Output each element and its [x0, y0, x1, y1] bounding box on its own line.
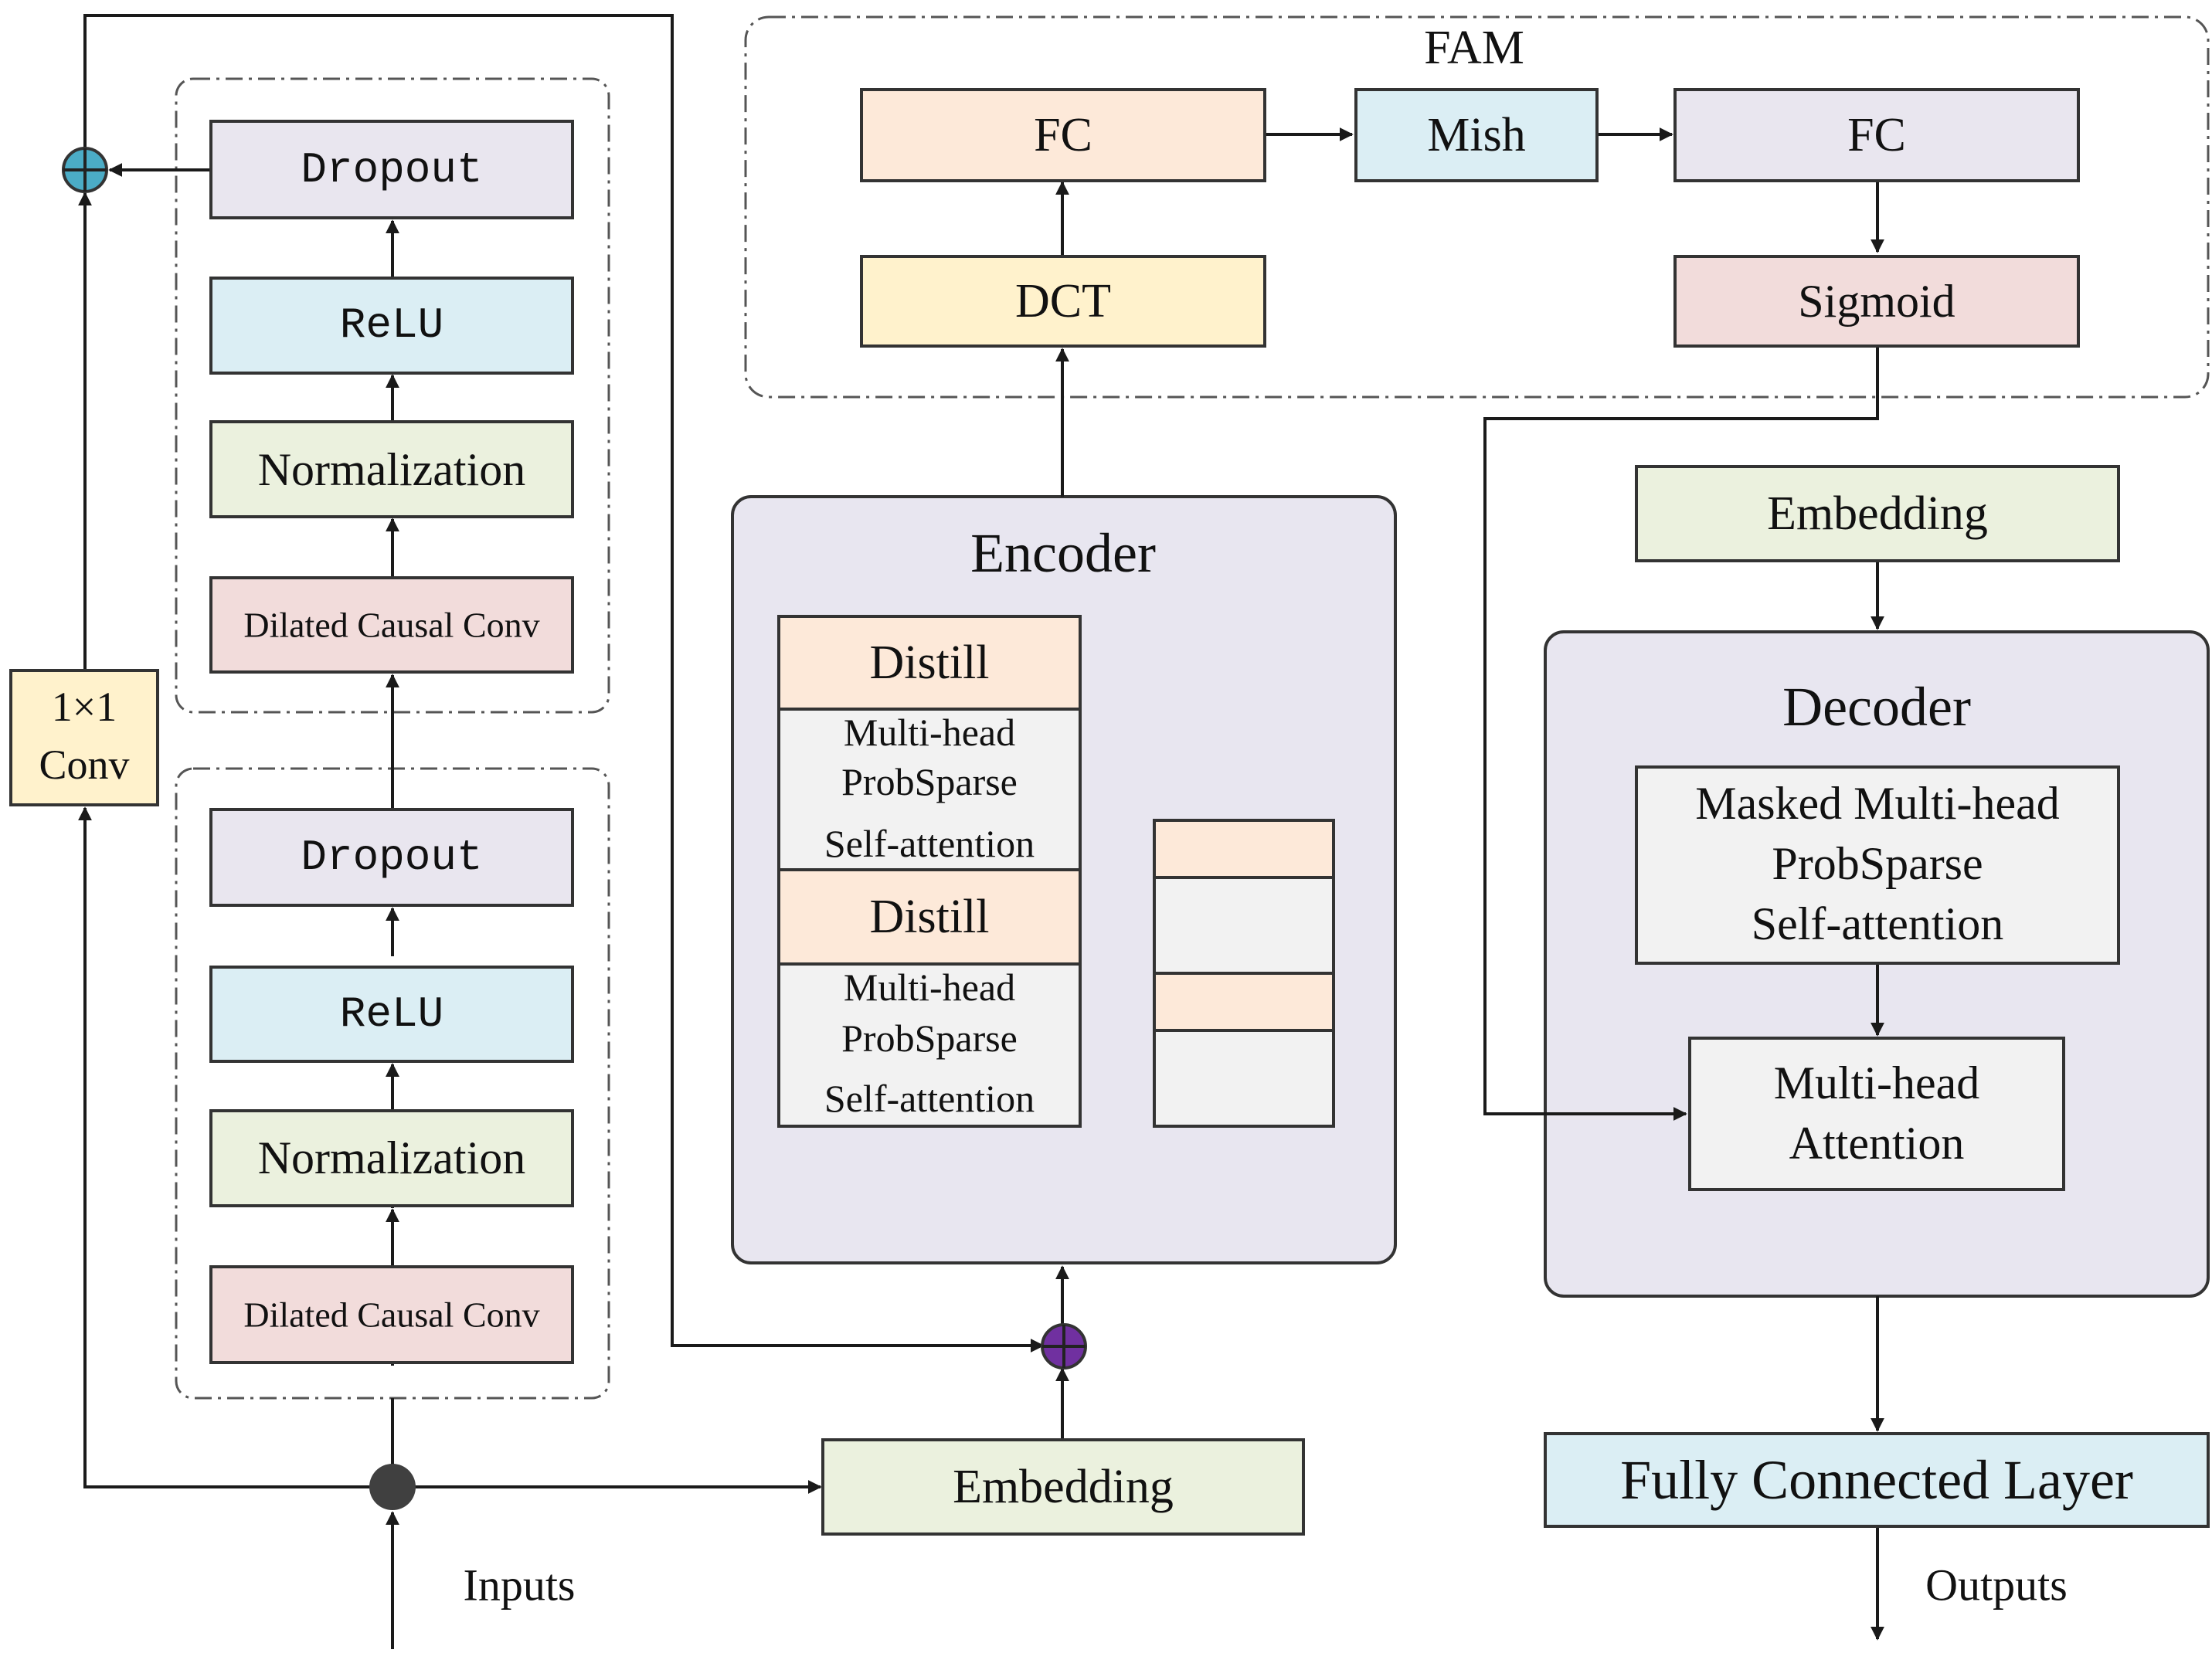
conv-1x1-label-line2: Conv: [39, 742, 129, 788]
fc-left-block: [860, 88, 1266, 182]
sigmoid-block: [1673, 255, 2080, 348]
masked-attention-line3: Self-attention: [1752, 898, 2004, 949]
attention-1-line1: Multi-head: [844, 711, 1015, 754]
dilated-causal-conv-label-lower: Dilated Causal Conv: [243, 1295, 539, 1335]
normalization-block-lower: [209, 1109, 574, 1207]
distill-block-1: [777, 615, 1082, 711]
stack-distill-block-1: [1153, 819, 1335, 879]
encoder-title: Encoder: [970, 522, 1156, 584]
relu-label-lower: ReLU: [340, 989, 443, 1039]
dct-label: DCT: [1015, 275, 1111, 328]
distill-label-1: Distill: [869, 636, 989, 689]
masked-attention-block: [1635, 765, 2120, 965]
dilated-causal-conv-block-upper: [209, 576, 574, 674]
input-junction-node: [369, 1464, 416, 1510]
normalization-label-lower: Normalization: [258, 1132, 526, 1183]
fam-title: FAM: [1424, 22, 1524, 74]
encoder-embedding-block: [821, 1438, 1305, 1536]
relu-block-upper: [209, 277, 574, 375]
normalization-label-upper: Normalization: [258, 444, 526, 495]
outputs-label: Outputs: [1925, 1560, 2068, 1611]
tcn-upper-block-frame: [175, 77, 610, 714]
stack-attention-block-1: [1153, 876, 1335, 975]
dropout-block-lower: [209, 808, 574, 907]
dilated-causal-conv-block-lower: [209, 1265, 574, 1364]
encoder-input-adder-icon: [1041, 1323, 1087, 1370]
dropout-block-upper: [209, 120, 574, 219]
dropout-label-upper: Dropout: [301, 145, 482, 195]
distill-label-2: Distill: [869, 891, 989, 943]
attention-2-line1: Multi-head: [844, 966, 1015, 1009]
decoder-embedding-label: Embedding: [1767, 487, 1988, 540]
decoder-embedding-block: [1635, 465, 2120, 562]
dropout-label-lower: Dropout: [301, 833, 482, 882]
stack-attention-block-2: [1153, 1029, 1335, 1128]
fully-connected-layer-block: [1544, 1432, 2210, 1528]
dilated-causal-conv-label-upper: Dilated Causal Conv: [243, 606, 539, 645]
fam-frame: [744, 15, 2210, 399]
masked-attention-line1: Masked Multi-head: [1695, 778, 2060, 829]
cross-attention-line2: Attention: [1789, 1118, 1965, 1169]
conv-1x1-block: [9, 669, 159, 806]
fc-right-block: [1673, 88, 2080, 182]
inputs-label: Inputs: [464, 1560, 576, 1611]
masked-attention-line2: ProbSparse: [1772, 838, 1983, 889]
probsparse-attention-block-2: [777, 962, 1082, 1128]
fully-connected-layer-label: Fully Connected Layer: [1620, 1449, 2133, 1511]
cross-attention-block: [1688, 1037, 2065, 1191]
fc-right-label: FC: [1847, 109, 1906, 161]
probsparse-attention-block-1: [777, 708, 1082, 871]
residual-adder-icon: [62, 147, 108, 193]
decoder-title: Decoder: [1782, 676, 1971, 738]
dct-block: [860, 255, 1266, 348]
mish-block: [1354, 88, 1599, 182]
attention-2-line2: ProbSparse: [841, 1017, 1018, 1060]
relu-block-lower: [209, 966, 574, 1063]
normalization-block-upper: [209, 420, 574, 518]
cross-attention-line1: Multi-head: [1774, 1057, 1980, 1108]
encoder-embedding-label: Embedding: [953, 1461, 1174, 1513]
attention-1-line2: ProbSparse: [841, 760, 1018, 803]
distill-block-2: [777, 868, 1082, 966]
stack-distill-block-2: [1153, 972, 1335, 1032]
fc-left-label: FC: [1034, 109, 1092, 161]
attention-1-line3: Self-attention: [824, 822, 1035, 865]
attention-2-line3: Self-attention: [824, 1077, 1035, 1120]
sigmoid-label: Sigmoid: [1798, 276, 1955, 327]
conv-1x1-label-line1: 1×1: [52, 684, 117, 730]
relu-label-upper: ReLU: [340, 300, 443, 350]
mish-label: Mish: [1427, 109, 1525, 161]
